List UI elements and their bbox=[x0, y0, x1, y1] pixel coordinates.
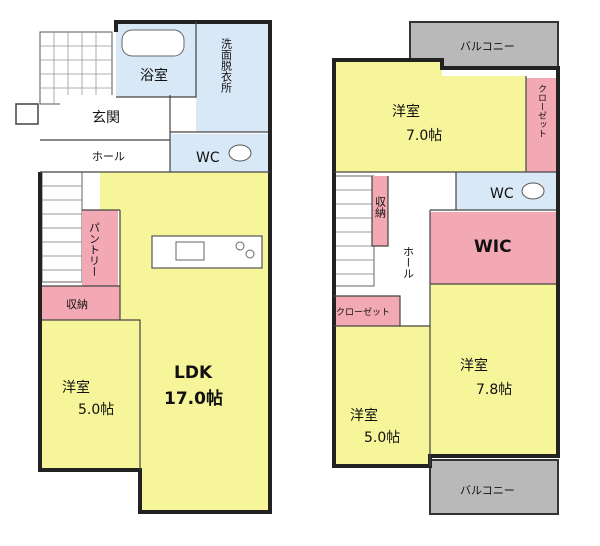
western-room-top-size: 7.0帖 bbox=[406, 128, 442, 144]
floor-2-plan bbox=[332, 21, 560, 515]
interior-walls-1f bbox=[40, 22, 270, 470]
western-room-right-name: 洋室 bbox=[460, 357, 488, 374]
stairs-1f bbox=[41, 171, 83, 283]
exterior-wall-2f bbox=[332, 58, 560, 468]
entrance-room bbox=[60, 95, 170, 140]
balcony-bottom-label: バルコニー bbox=[460, 484, 515, 497]
storage-2f-label: 収納 bbox=[374, 196, 387, 219]
western-room-1f-name: 洋室 bbox=[62, 379, 90, 396]
storage-room-2f bbox=[372, 176, 388, 246]
pantry-label: パントリー bbox=[88, 222, 101, 277]
storage-room-1f bbox=[42, 286, 120, 320]
pantry-room bbox=[82, 210, 118, 286]
kitchen-counter bbox=[151, 235, 263, 269]
toilet-icon bbox=[521, 182, 545, 200]
interior-walls-2f bbox=[334, 76, 556, 466]
closet-top-room bbox=[526, 78, 556, 172]
sink-icon bbox=[175, 241, 205, 261]
balcony-top-label: バルコニー bbox=[460, 40, 515, 53]
western-room-top-name: 洋室 bbox=[392, 103, 420, 120]
exterior-wall-1f bbox=[38, 20, 272, 514]
toilet-icon bbox=[228, 144, 252, 162]
wic-label: WIC bbox=[474, 237, 512, 257]
wc-room-1f bbox=[170, 134, 268, 172]
balcony-bottom bbox=[429, 459, 559, 515]
ldk-name: LDK bbox=[174, 363, 213, 383]
western-room-right-size: 7.8帖 bbox=[476, 382, 512, 398]
bath-label: 浴室 bbox=[140, 67, 168, 84]
wic-room bbox=[430, 212, 556, 284]
hall-1f-label: ホール bbox=[92, 150, 125, 163]
floor-1-plan bbox=[15, 20, 272, 514]
stove-icon bbox=[245, 249, 255, 259]
western-room-left-size: 5.0帖 bbox=[364, 430, 400, 446]
western-room-1f-size: 5.0帖 bbox=[78, 402, 114, 418]
western-room-right-2f bbox=[430, 284, 556, 456]
western-room-5-1f bbox=[42, 320, 140, 470]
ldk-size: 17.0帖 bbox=[164, 388, 223, 409]
closet-left-room bbox=[334, 296, 400, 326]
porch-step bbox=[15, 103, 39, 125]
western-room-left-2f bbox=[334, 326, 430, 466]
hall-1f bbox=[40, 140, 170, 172]
entrance-tile-area bbox=[39, 31, 113, 105]
wc-2f-label: WC bbox=[490, 186, 514, 202]
western-room-top-2f bbox=[334, 60, 526, 172]
stairs-2f bbox=[333, 175, 375, 287]
stairs-2f-treads bbox=[334, 189, 374, 275]
closet-left-label: クローゼット bbox=[336, 306, 390, 318]
entrance-label: 玄関 bbox=[92, 109, 120, 126]
washroom-room bbox=[196, 22, 268, 132]
washroom-label: 洗面脱衣所 bbox=[220, 38, 233, 94]
wc-1f-label: WC bbox=[196, 150, 220, 166]
closet-top-label: クローゼット bbox=[536, 84, 547, 138]
stairs-1f-treads bbox=[42, 185, 82, 271]
entrance-tile-grid bbox=[40, 32, 112, 104]
hall-2f-label: ホール bbox=[402, 246, 415, 279]
stove-icon bbox=[235, 241, 245, 251]
western-room-left-name: 洋室 bbox=[350, 407, 378, 424]
bathtub bbox=[121, 29, 185, 57]
storage-1f-label: 収納 bbox=[66, 298, 88, 311]
